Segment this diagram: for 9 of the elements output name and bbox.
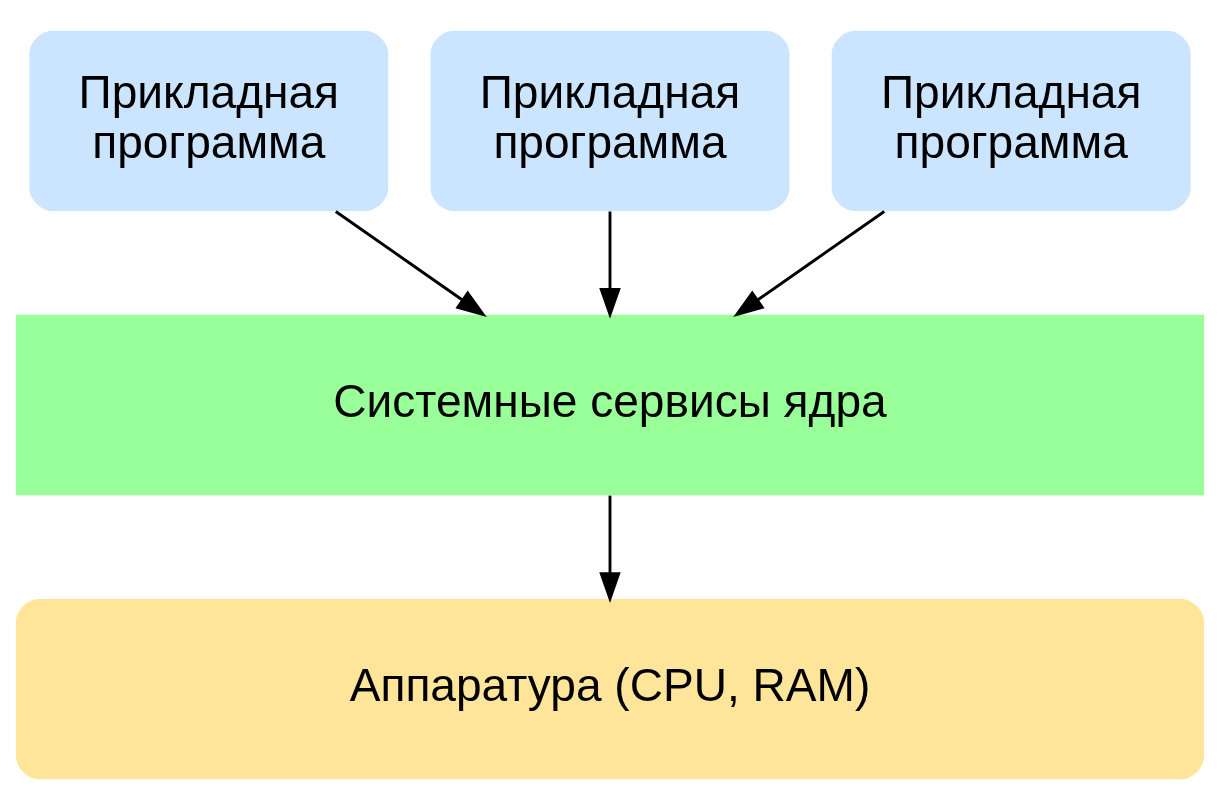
node-box: Аппаратура (CPU, RAM) [15,598,1205,779]
node-box: Прикладная программа [430,30,790,211]
arrow [599,211,621,319]
node-box: Прикладная программа [29,30,389,211]
arrow [733,209,886,317]
arrow [334,209,487,317]
node-box: Прикладная программа [831,30,1191,211]
node-box: Системные сервисы ядра [15,314,1205,495]
arrow [599,495,621,603]
